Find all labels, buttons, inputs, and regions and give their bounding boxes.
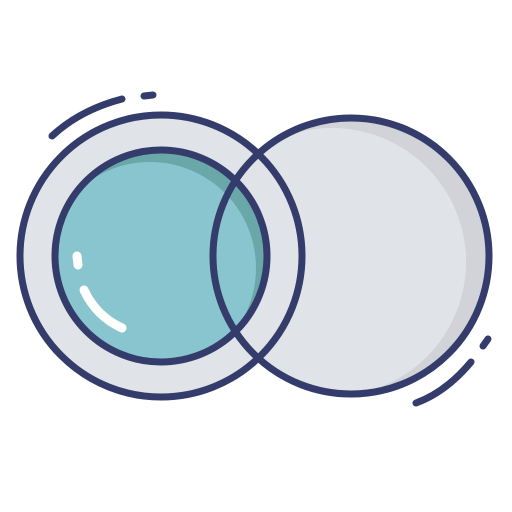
lens-highlight: [72, 251, 127, 333]
motion-lines-bottom-right: [412, 335, 492, 407]
outlines: [16, 111, 493, 401]
motion-lines-top-left: [48, 91, 157, 140]
lens-inner: [55, 150, 267, 362]
